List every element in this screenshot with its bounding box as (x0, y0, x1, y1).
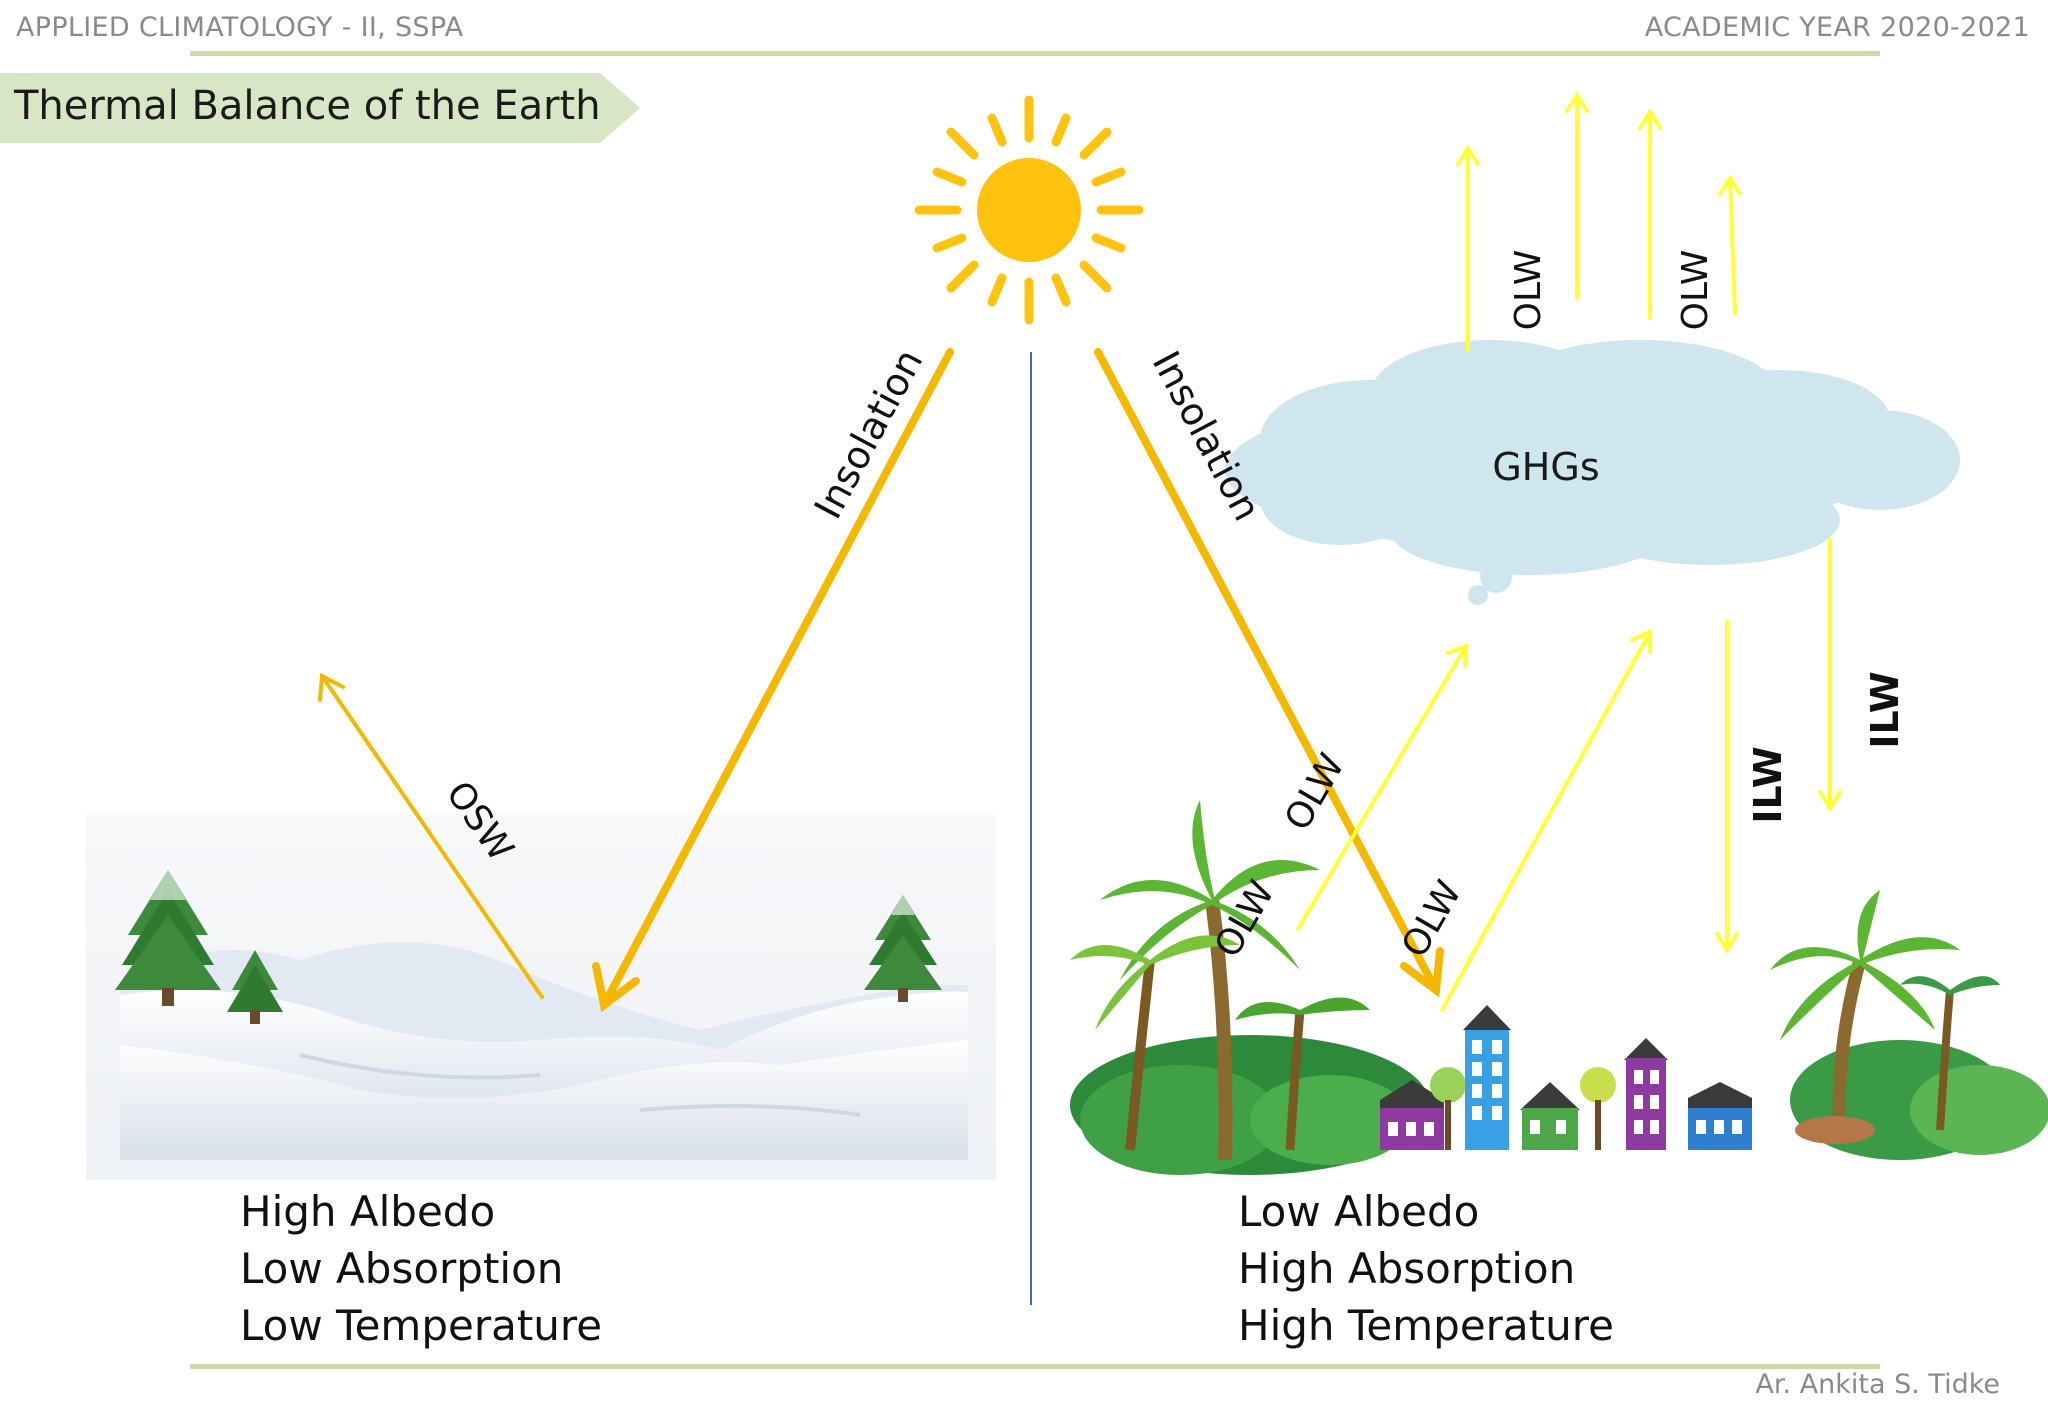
osw-arrow (320, 674, 544, 999)
page-title: Thermal Balance of the Earth (14, 83, 601, 129)
olw-diagonal-arrow (1440, 630, 1652, 1012)
footer-author: Ar. Ankita S. Tidke (1755, 1369, 2000, 1400)
olw-diagonal-arrow (1296, 644, 1468, 931)
house-icon (1520, 1082, 1580, 1150)
tree-icon (1580, 1067, 1616, 1150)
caption-snow: High Albedo Low Absorption Low Temperatu… (240, 1183, 602, 1354)
olw-label-top-2: OLW (1675, 250, 1716, 331)
caption-line: Low Albedo (1238, 1187, 1480, 1236)
insolation-arrow-right (1094, 348, 1440, 994)
pine-tree-icon (115, 870, 221, 1006)
olw-label-top-1: OLW (1508, 250, 1549, 331)
insolation-label-right: Insolation (1144, 344, 1270, 528)
caption-line: High Albedo (240, 1187, 496, 1236)
olw-up-arrow (1728, 176, 1737, 315)
caption-line: Low Temperature (240, 1301, 603, 1350)
tower-icon (1463, 1005, 1511, 1150)
ghgs-label: GHGs (1492, 445, 1599, 489)
house-icon (1624, 1038, 1668, 1150)
bottom-rule (190, 1364, 1880, 1369)
caption-line: High Absorption (1238, 1244, 1576, 1293)
sun-icon (914, 95, 1144, 325)
insolation-arrow-left (600, 348, 954, 1009)
arrowhead-icon (592, 962, 640, 1012)
house-icon (1688, 1082, 1752, 1150)
olw-label-mid-1: OLW (1277, 747, 1353, 837)
arrowhead-icon (1400, 947, 1444, 998)
arrowhead-icon (318, 672, 345, 702)
palm-tree-icon (1070, 935, 1240, 1151)
tree-icon (1430, 1067, 1466, 1150)
caption-town: Low Albedo High Absorption High Temperat… (1238, 1183, 1614, 1354)
palm-tree-icon (1900, 976, 2000, 1131)
pine-tree-icon (864, 895, 942, 1002)
caption-line: High Temperature (1238, 1301, 1614, 1350)
olw-label-mid-3: OLW (1394, 874, 1470, 964)
pine-tree-icon (227, 950, 283, 1024)
ilw-label-1: ILW (1746, 746, 1790, 823)
house-icon (1380, 1080, 1444, 1150)
header-course: APPLIED CLIMATOLOGY - II, SSPA (16, 12, 464, 43)
palm-tree-icon (1100, 800, 1320, 1161)
header-academic-year: ACADEMIC YEAR 2020-2021 (1644, 12, 2030, 43)
ghg-cloud (1225, 340, 1960, 605)
caption-line: Low Absorption (240, 1244, 564, 1293)
ilw-label-2: ILW (1863, 671, 1907, 748)
title-banner: Thermal Balance of the Earth (0, 73, 640, 143)
top-rule (190, 51, 1880, 56)
palm-tree-icon (1235, 997, 1370, 1151)
tropical-town (1070, 800, 2048, 1175)
